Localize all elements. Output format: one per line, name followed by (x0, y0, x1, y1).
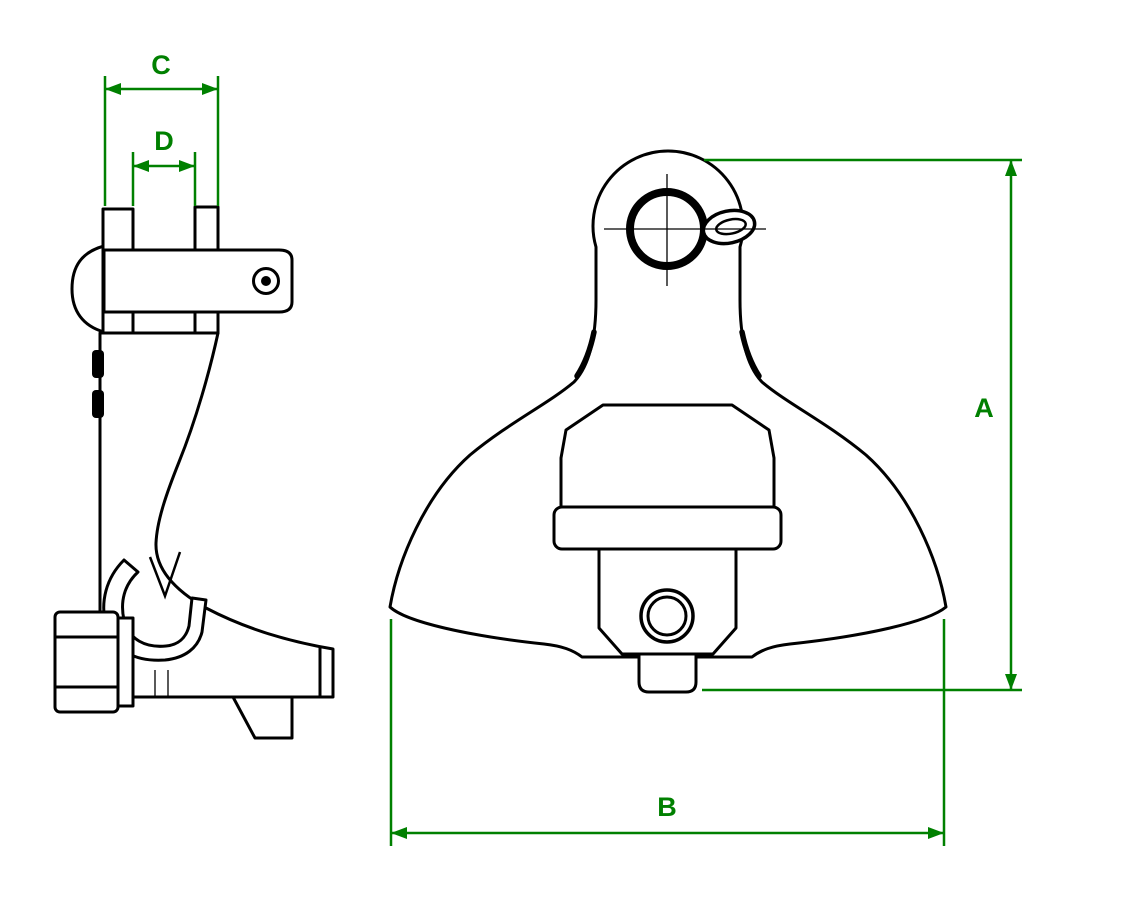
dimension-c: C (103, 50, 220, 206)
neck-shadow-left (574, 329, 597, 379)
dimension-a-extension-lines (702, 158, 1022, 692)
rivet-mark-bottom (92, 390, 104, 418)
keeper-band (552, 505, 783, 551)
front-bottom-tab (637, 652, 698, 694)
dimension-b-label: B (657, 792, 677, 822)
front-view (388, 149, 948, 694)
pin-bar (102, 248, 294, 314)
dimension-b-arrow-right (928, 827, 944, 839)
hex-bolt-head (53, 610, 120, 714)
dimension-d: D (131, 126, 197, 206)
rivet-mark-top (92, 350, 104, 378)
dimension-a-label: A (974, 393, 994, 423)
dimension-b-arrow-left (391, 827, 407, 839)
pin-head-profile (70, 244, 106, 334)
dimension-a-arrow-top (1005, 160, 1017, 176)
dimension-c-arrow-left (105, 83, 121, 95)
cotter-ring (701, 208, 757, 246)
washer (116, 616, 135, 708)
dimension-b-extension-lines (389, 619, 946, 846)
dimension-c-label: C (151, 50, 171, 80)
dimension-a: A (702, 158, 1022, 692)
dimension-d-arrow-right (179, 160, 195, 172)
side-view (53, 205, 335, 740)
dimension-b: B (389, 619, 946, 846)
dimension-d-label: D (154, 126, 174, 156)
dimension-c-extension-lines (103, 76, 220, 206)
hidden-lines (154, 670, 169, 696)
dimension-d-extension-lines (131, 152, 197, 206)
side-bottom-tab (231, 695, 294, 740)
cotter-ring-inner (714, 217, 747, 236)
cotter-hole-center (261, 276, 271, 286)
neck-shadow-right (739, 329, 762, 379)
dimension-d-arrow-left (133, 160, 149, 172)
clamp-cap (559, 403, 776, 511)
keeper-notch (148, 551, 182, 600)
dimension-c-arrow-right (202, 83, 218, 95)
hex-bolt-facets (55, 635, 118, 689)
center-lines (604, 174, 766, 286)
clamp-bolt-inner (646, 595, 688, 637)
body-profile (98, 331, 335, 699)
dimension-a-arrow-bottom (1005, 674, 1017, 690)
